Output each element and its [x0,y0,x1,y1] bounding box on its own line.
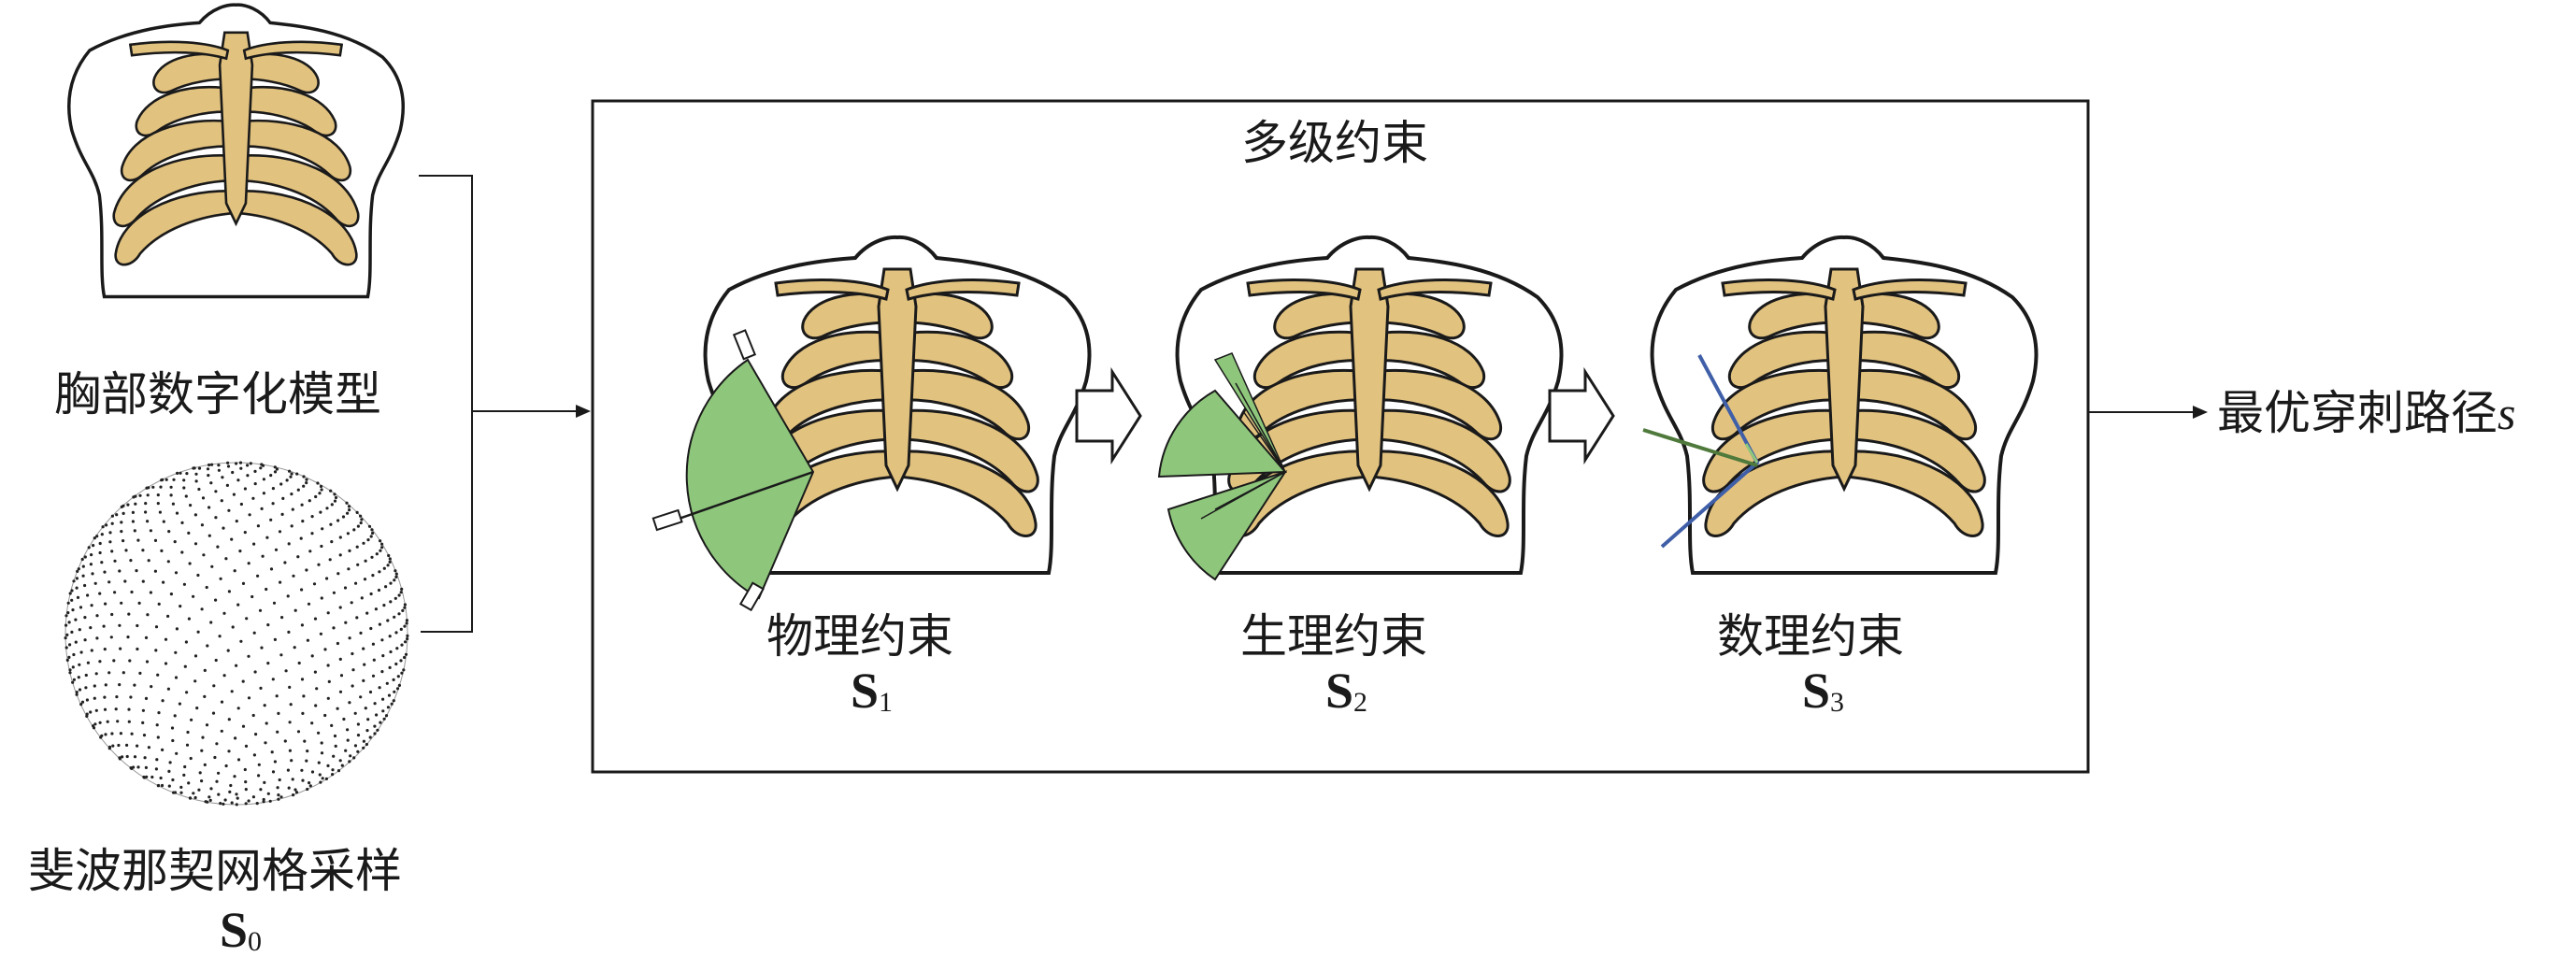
output-symbol: s [2497,387,2516,439]
stage1-torso-figure [651,235,1092,612]
stage2-angle-sector-top [1157,389,1288,478]
output-arrow-head [2193,406,2208,419]
stage3-torso-figure [1642,235,2039,575]
sampling-symbol: S0 [220,902,263,958]
stage2-angle-sector-thin [1213,352,1286,473]
chest-model-label: 胸部数字化模型 [54,367,381,421]
input-connector [419,175,580,633]
stage-arrow-2 [1548,366,1615,465]
arrow-into-box-head [576,405,591,418]
fibonacci-sphere-figure [64,461,409,807]
stage3-label: 数理约束 [1717,609,1904,664]
stage3-path-green [1642,428,1758,467]
stage2-angle-sector-bottom [1166,470,1288,581]
output-label: 最优穿刺路径s [2217,386,2516,440]
stage1-symbol: S1 [851,663,894,719]
chest-model-figure [66,3,406,299]
box-title: 多级约束 [1241,116,1428,170]
stage1-angle-sector [685,358,815,600]
stage-arrow-1 [1075,366,1142,465]
multilevel-constraint-box [591,99,2090,774]
stage2-symbol: S2 [1325,663,1368,719]
stage3-symbol: S3 [1802,663,1845,719]
stage2-torso-figure [1157,235,1564,581]
stage1-label: 物理约束 [766,609,953,664]
stage2-label: 生理约束 [1240,609,1427,664]
fibonacci-sampling-label: 斐波那契网格采样 [28,844,402,898]
